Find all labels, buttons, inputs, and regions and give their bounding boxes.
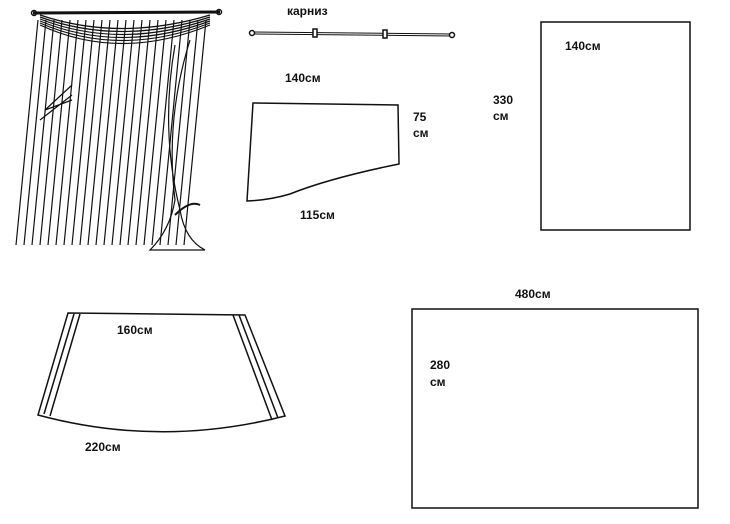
- valance-bottom-label: 115см: [300, 208, 335, 222]
- curtain-stroke: [39, 16, 211, 33]
- valance-side-label-unit: см: [413, 126, 429, 140]
- curtain-stroke: [55, 19, 79, 246]
- drape-width-label: 480см: [515, 287, 551, 301]
- valance-top-label: 140см: [285, 71, 321, 85]
- drape-height-label-unit: см: [430, 375, 446, 389]
- curtain-stroke: [79, 19, 103, 246]
- curtain-stroke: [127, 19, 151, 246]
- curtain-stroke: [167, 19, 191, 246]
- panel-height-label-unit: см: [493, 109, 509, 123]
- curtain-stroke: [39, 84, 73, 121]
- curtain-stroke: [95, 19, 119, 246]
- drape-pattern: [411, 308, 699, 509]
- curtain-stroke: [39, 24, 211, 45]
- curtain-stroke: [39, 20, 211, 39]
- side-panel-pattern: [540, 21, 691, 231]
- rod-label: карниз: [287, 4, 328, 18]
- curtain-stroke: [159, 19, 183, 246]
- curtain-stroke: [39, 19, 63, 246]
- curtain-stroke: [15, 19, 39, 246]
- curtain-stroke: [103, 19, 127, 246]
- swag-bottom-label: 220см: [85, 440, 121, 454]
- curtain-stroke: [183, 19, 207, 246]
- curtain-illustration: [15, 8, 223, 251]
- curtain-stroke: [39, 22, 211, 42]
- curtain-stroke: [143, 19, 167, 246]
- swag-pattern: [37, 312, 287, 433]
- curtain-stroke: [47, 19, 71, 246]
- curtain-stroke: [174, 202, 201, 216]
- curtain-stroke: [23, 19, 47, 246]
- curtain-stroke: [111, 19, 135, 246]
- valance-pattern: [246, 102, 400, 202]
- curtain-stroke: [151, 19, 175, 246]
- drape-height-label-value: 280: [430, 358, 451, 372]
- valance-side-label-value: 75: [413, 110, 427, 124]
- panel-width-label: 140см: [565, 39, 601, 53]
- curtain-stroke: [39, 14, 211, 30]
- curtain-stroke: [39, 18, 211, 36]
- rod-drawing: [248, 28, 456, 39]
- swag-top-label: 160см: [117, 323, 153, 337]
- panel-height-label-value: 330: [493, 93, 514, 107]
- curtain-stroke: [63, 19, 87, 246]
- curtain-stroke: [119, 19, 143, 246]
- curtain-stroke: [148, 39, 206, 251]
- curtain-stroke: [87, 19, 111, 246]
- curtain-stroke: [71, 19, 95, 246]
- curtain-stroke: [31, 19, 55, 246]
- curtain-stroke: [135, 19, 159, 246]
